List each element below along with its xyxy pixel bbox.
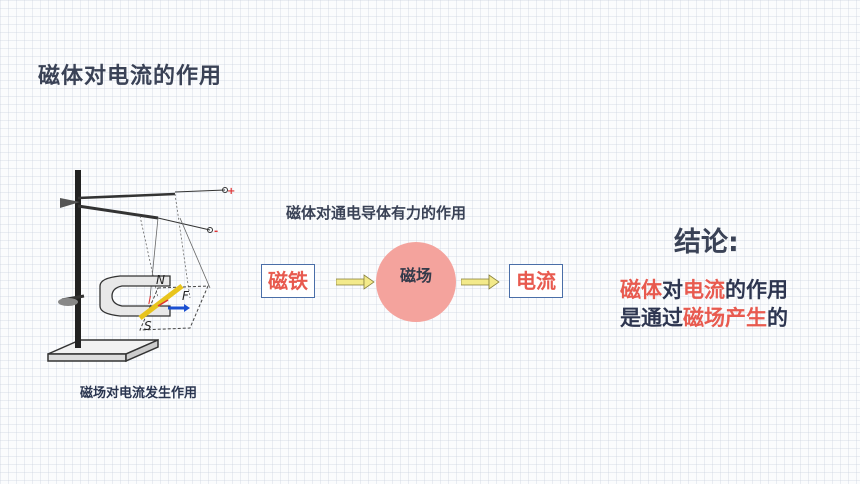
slide-title: 磁体对电流的作用 (38, 64, 223, 89)
arrow-icon (461, 274, 500, 290)
conclusion-text: 的 (767, 306, 788, 330)
conclusion-title: 结论: (674, 227, 739, 258)
conclusion-text: 的作用 (725, 278, 788, 302)
field-circle (376, 242, 456, 322)
conclusion-highlight: 电流 (683, 278, 725, 302)
apparatus-illustration: + - N S F I (47, 170, 235, 363)
conclusion-text: 对 (662, 278, 683, 302)
current-label: I (148, 294, 151, 307)
conclusion-highlight: 磁体 (620, 278, 662, 302)
north-pole-label: N (156, 273, 165, 287)
conclusion-line-2: 是通过磁场产生的 (620, 304, 788, 332)
current-box: 电流 (509, 264, 563, 298)
conclusion-line-1: 磁体对电流的作用 (620, 276, 788, 304)
arrow-icon (336, 274, 375, 290)
plus-sign: + (227, 186, 235, 197)
apparatus-caption: 磁场对电流发生作用 (80, 386, 198, 401)
minus-sign: - (214, 226, 218, 237)
field-label: 磁场 (399, 266, 432, 285)
flow-heading: 磁体对通电导体有力的作用 (286, 204, 467, 222)
magnet-box: 磁铁 (261, 264, 315, 298)
conclusion-text: 是通过 (620, 306, 683, 330)
force-label: F (182, 289, 190, 303)
south-pole-label: S (144, 319, 152, 333)
conclusion-highlight: 磁场产生 (683, 306, 767, 330)
